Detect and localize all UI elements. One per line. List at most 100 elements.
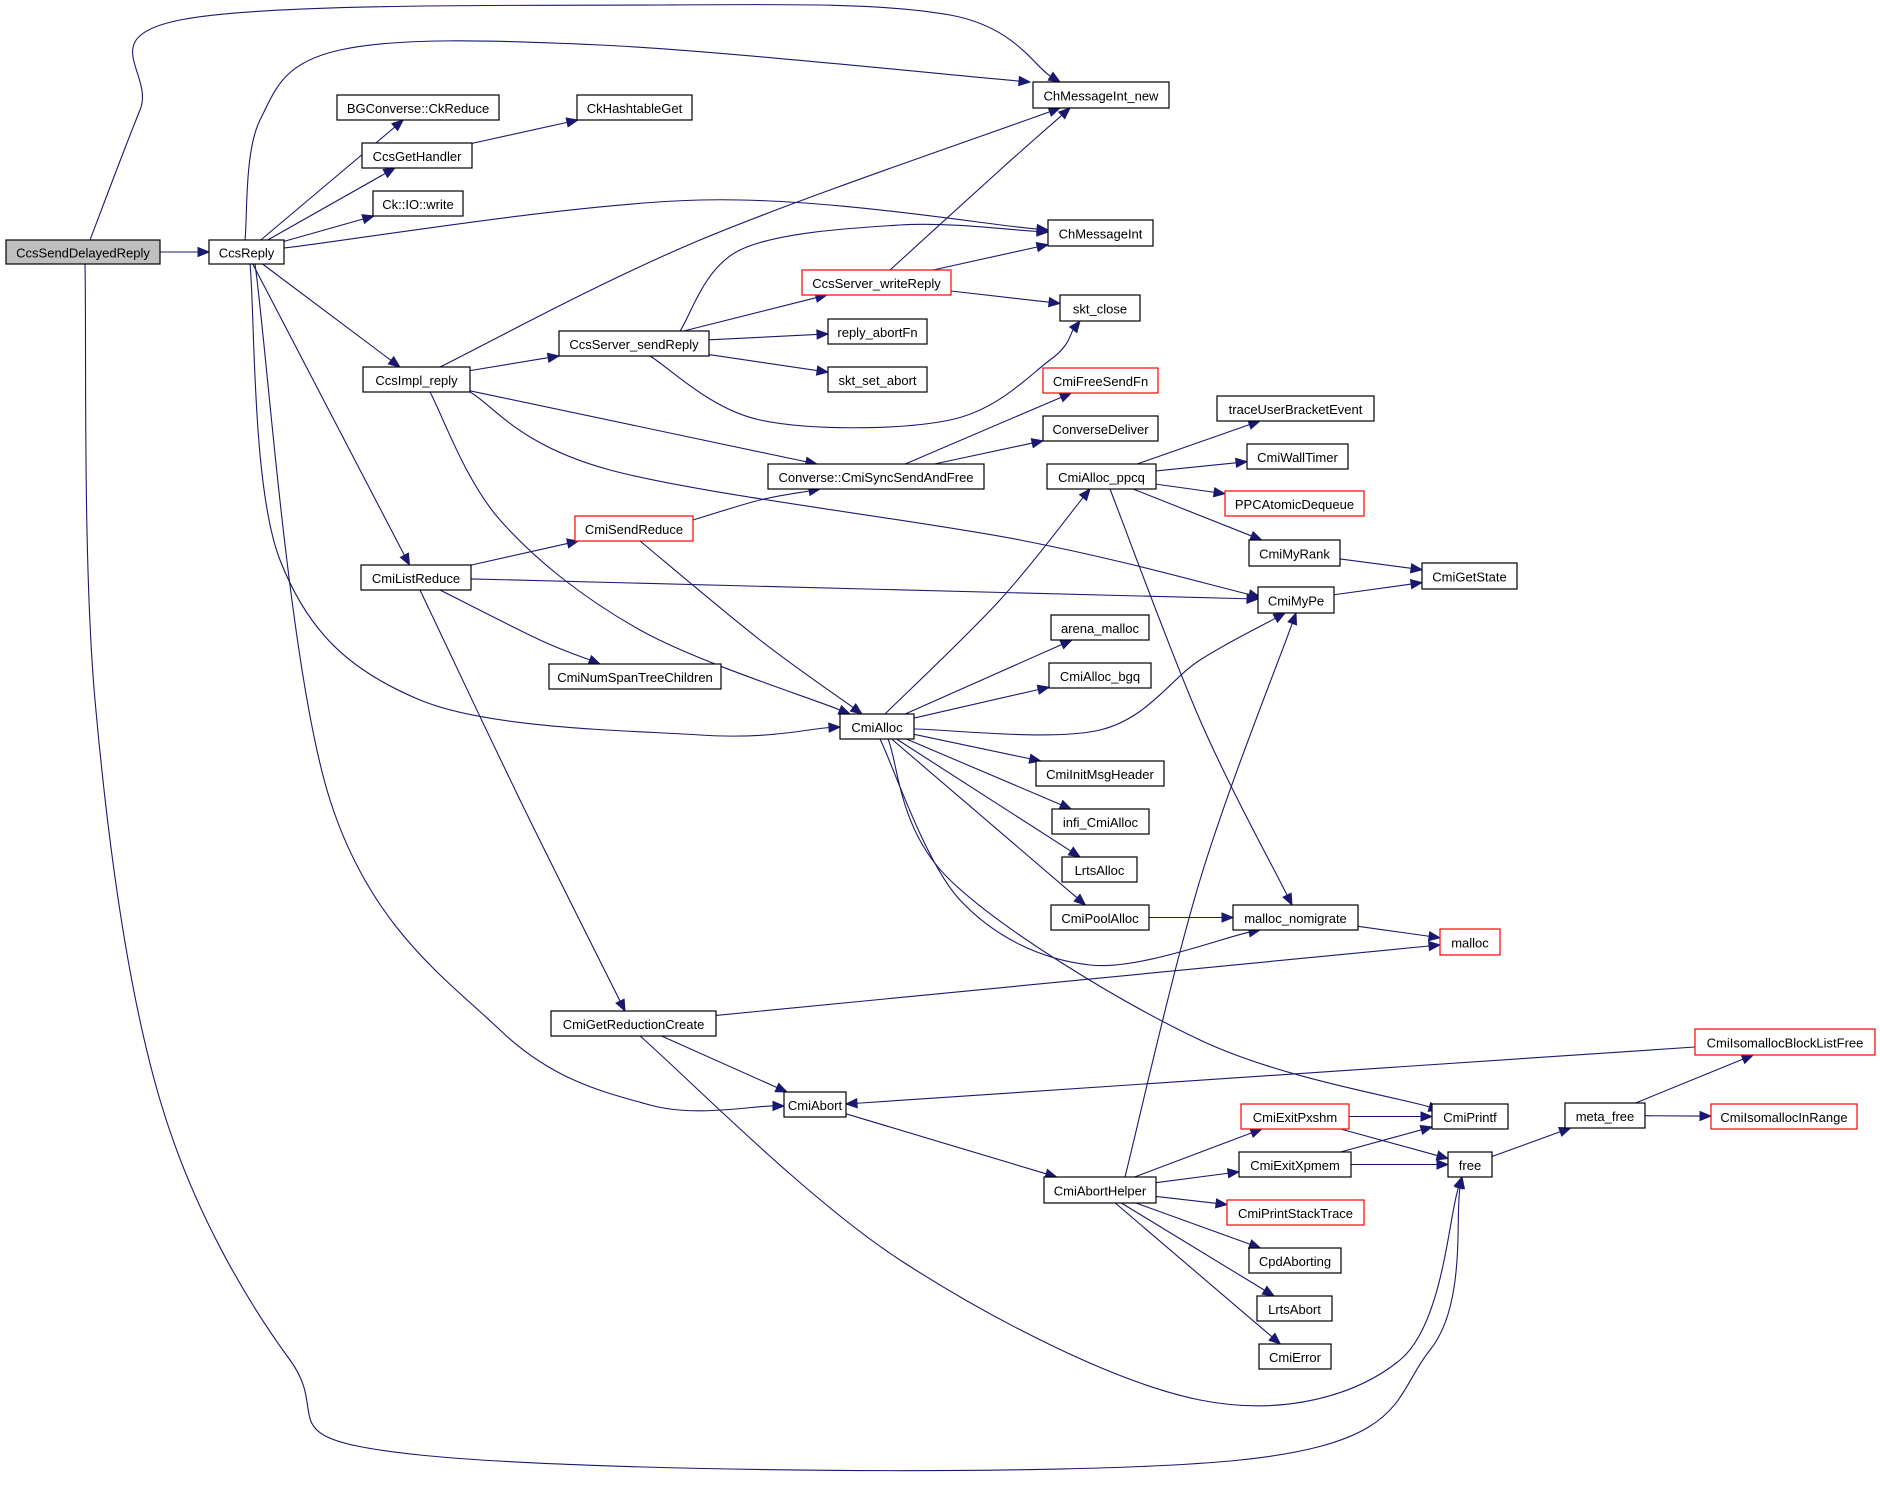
node-CmiAbortHelper[interactable]: CmiAbortHelper [1043,1176,1157,1204]
node-box[interactable] [1447,1151,1493,1178]
node-box[interactable] [576,94,693,121]
node-Ck_IO_write[interactable]: Ck::IO::write [372,190,464,217]
node-CmiError[interactable]: CmiError [1258,1343,1332,1370]
node-box[interactable] [1564,1102,1646,1129]
node-CmiAlloc_ppcq[interactable]: CmiAlloc_ppcq [1046,463,1157,490]
node-ChMessageInt[interactable]: ChMessageInt [1047,219,1154,247]
node-box[interactable] [1439,928,1501,956]
node-CcsReply[interactable]: CcsReply [208,239,285,265]
node-box[interactable] [1216,395,1375,422]
node-CcsSendDelayedReply[interactable]: CcsSendDelayedReply [5,239,161,265]
node-CmiListReduce[interactable]: CmiListReduce [360,564,472,591]
node-box[interactable] [767,463,985,490]
node-Converse_CmiSyncSendAndFree[interactable]: Converse::CmiSyncSendAndFree [767,463,985,490]
node-CmiExitXpmem[interactable]: CmiExitXpmem [1238,1151,1352,1178]
node-CpdAborting[interactable]: CpdAborting [1248,1247,1342,1274]
node-CmiExitPxshm[interactable]: CmiExitPxshm [1240,1103,1350,1130]
node-CkHashtableGet[interactable]: CkHashtableGet [576,94,693,121]
node-meta_free[interactable]: meta_free [1564,1102,1646,1129]
node-CcsServer_sendReply[interactable]: CcsServer_sendReply [558,330,710,357]
node-free[interactable]: free [1447,1151,1493,1178]
node-box[interactable] [1048,662,1152,689]
node-box[interactable] [1258,1343,1332,1370]
node-skt_set_abort[interactable]: skt_set_abort [827,366,928,393]
node-box[interactable] [1224,490,1365,517]
node-box[interactable] [1248,1247,1342,1274]
node-box[interactable] [1248,539,1341,567]
node-malloc[interactable]: malloc [1439,928,1501,956]
node-CmiPrintStackTrace[interactable]: CmiPrintStackTrace [1226,1199,1365,1226]
node-box[interactable] [1232,904,1359,931]
node-box[interactable] [1061,856,1138,883]
node-ChMessageInt_new[interactable]: ChMessageInt_new [1032,81,1170,109]
node-CcsImpl_reply[interactable]: CcsImpl_reply [362,366,471,393]
node-box[interactable] [1431,1103,1509,1130]
node-box[interactable] [1050,614,1150,641]
node-traceUserBracketEvent[interactable]: traceUserBracketEvent [1216,395,1375,422]
node-box[interactable] [1059,294,1141,322]
node-arena_malloc[interactable]: arena_malloc [1050,614,1150,641]
node-skt_close[interactable]: skt_close [1059,294,1141,322]
node-box[interactable] [5,239,161,265]
node-box[interactable] [1240,1103,1350,1130]
node-box[interactable] [1257,586,1335,614]
node-box[interactable] [1710,1103,1858,1130]
node-box[interactable] [550,1010,717,1037]
node-box[interactable] [558,330,710,357]
node-box[interactable] [827,318,928,345]
node-CmiPrintf[interactable]: CmiPrintf [1431,1103,1509,1130]
node-CmiInitMsgHeader[interactable]: CmiInitMsgHeader [1035,760,1165,787]
node-CmiFreeSendFn[interactable]: CmiFreeSendFn [1042,367,1159,394]
node-BGConverse_CkReduce[interactable]: BGConverse::CkReduce [336,94,500,121]
node-CmiSendReduce[interactable]: CmiSendReduce [574,515,694,542]
node-box[interactable] [1246,443,1349,470]
node-CmiIsomallocBlockListFree[interactable]: CmiIsomallocBlockListFree [1694,1028,1876,1056]
node-box[interactable] [1694,1028,1876,1056]
node-box[interactable] [372,190,464,217]
node-CmiNumSpanTreeChildren[interactable]: CmiNumSpanTreeChildren [548,663,722,690]
node-box[interactable] [548,663,722,690]
node-box[interactable] [1421,562,1518,590]
node-box[interactable] [1238,1151,1352,1178]
node-box[interactable] [839,713,915,740]
node-malloc_nomigrate[interactable]: malloc_nomigrate [1232,904,1359,931]
node-CmiAlloc[interactable]: CmiAlloc [839,713,915,740]
node-infi_CmiAlloc[interactable]: infi_CmiAlloc [1051,808,1150,835]
node-CmiPoolAlloc[interactable]: CmiPoolAlloc [1050,904,1150,931]
node-box[interactable] [1042,415,1159,442]
node-CcsServer_writeReply[interactable]: CcsServer_writeReply [801,269,952,296]
node-box[interactable] [1226,1199,1365,1226]
node-CmiMyPe[interactable]: CmiMyPe [1257,586,1335,614]
node-box[interactable] [362,366,471,393]
node-CmiWallTimer[interactable]: CmiWallTimer [1246,443,1349,470]
node-reply_abortFn[interactable]: reply_abortFn [827,318,928,345]
node-box[interactable] [361,142,473,169]
node-box[interactable] [1043,1176,1157,1204]
node-CcsGetHandler[interactable]: CcsGetHandler [361,142,473,169]
node-box[interactable] [1032,81,1170,109]
node-box[interactable] [574,515,694,542]
node-CmiAlloc_bgq[interactable]: CmiAlloc_bgq [1048,662,1152,689]
node-CmiGetState[interactable]: CmiGetState [1421,562,1518,590]
node-box[interactable] [1042,367,1159,394]
node-box[interactable] [783,1091,847,1118]
node-box[interactable] [827,366,928,393]
node-PPCAtomicDequeue[interactable]: PPCAtomicDequeue [1224,490,1365,517]
node-box[interactable] [360,564,472,591]
node-CmiAbort[interactable]: CmiAbort [783,1091,847,1118]
node-box[interactable] [208,239,285,265]
node-box[interactable] [1050,904,1150,931]
node-CmiGetReductionCreate[interactable]: CmiGetReductionCreate [550,1010,717,1037]
node-box[interactable] [336,94,500,121]
node-CmiMyRank[interactable]: CmiMyRank [1248,539,1341,567]
node-LrtsAlloc[interactable]: LrtsAlloc [1061,856,1138,883]
node-box[interactable] [1051,808,1150,835]
node-LrtsAbort[interactable]: LrtsAbort [1256,1295,1333,1322]
node-box[interactable] [1256,1295,1333,1322]
node-box[interactable] [1035,760,1165,787]
node-CmiIsomallocInRange[interactable]: CmiIsomallocInRange [1710,1103,1858,1130]
node-box[interactable] [1046,463,1157,490]
node-ConverseDeliver[interactable]: ConverseDeliver [1042,415,1159,442]
node-box[interactable] [801,269,952,296]
node-box[interactable] [1047,219,1154,247]
